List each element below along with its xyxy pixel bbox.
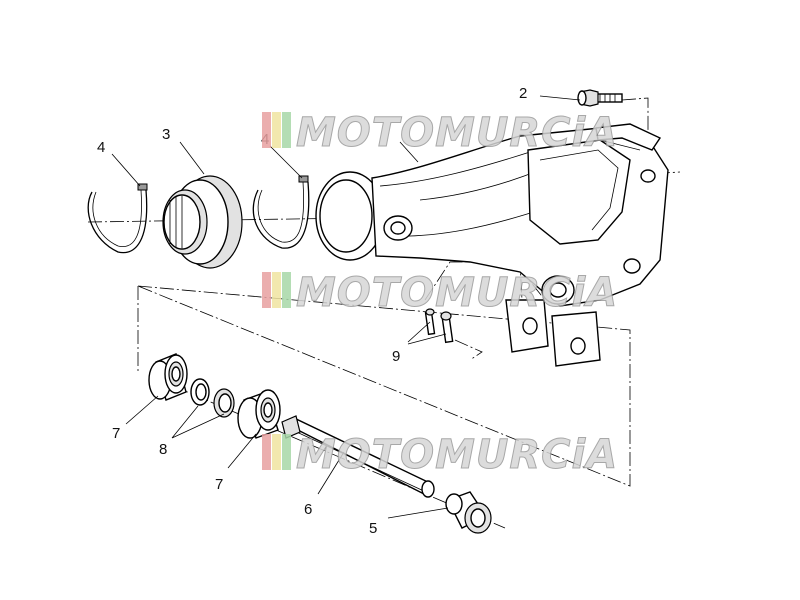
bearing-right: [237, 389, 281, 439]
watermark-text: MOTOMURCiA: [296, 110, 618, 156]
watermark-text: MOTOMURCiA: [296, 270, 618, 316]
bearing-left: [148, 353, 188, 401]
rubber-boot: [162, 175, 243, 269]
callout-8: 8: [159, 441, 167, 458]
callout-9: 9: [392, 348, 400, 365]
callout-2: 2: [519, 85, 527, 102]
flange-bolt: [577, 89, 623, 107]
callout-3: 3: [162, 126, 170, 143]
callout-4-left: 4: [97, 139, 105, 156]
spacer-tube: [281, 415, 435, 498]
watermark-text: MOTOMURCiA: [296, 432, 618, 478]
retaining-ring-left: [87, 183, 148, 254]
callout-6: 6: [304, 501, 312, 518]
watermark-bottom: MOTOMURCiA: [262, 432, 618, 479]
circlips: [190, 378, 235, 418]
cap-screws: [424, 308, 454, 344]
leader-lines: [111, 95, 581, 519]
watermark-top: MOTOMURCiA: [262, 110, 618, 157]
retaining-ring-right: [252, 175, 310, 249]
watermark-middle: MOTOMURCiA: [262, 270, 618, 317]
bushing: [445, 491, 492, 534]
callout-5: 5: [369, 520, 377, 537]
callout-7-right: 7: [215, 476, 223, 493]
callout-7-left: 7: [112, 425, 120, 442]
swingarm-housing: [315, 123, 669, 367]
